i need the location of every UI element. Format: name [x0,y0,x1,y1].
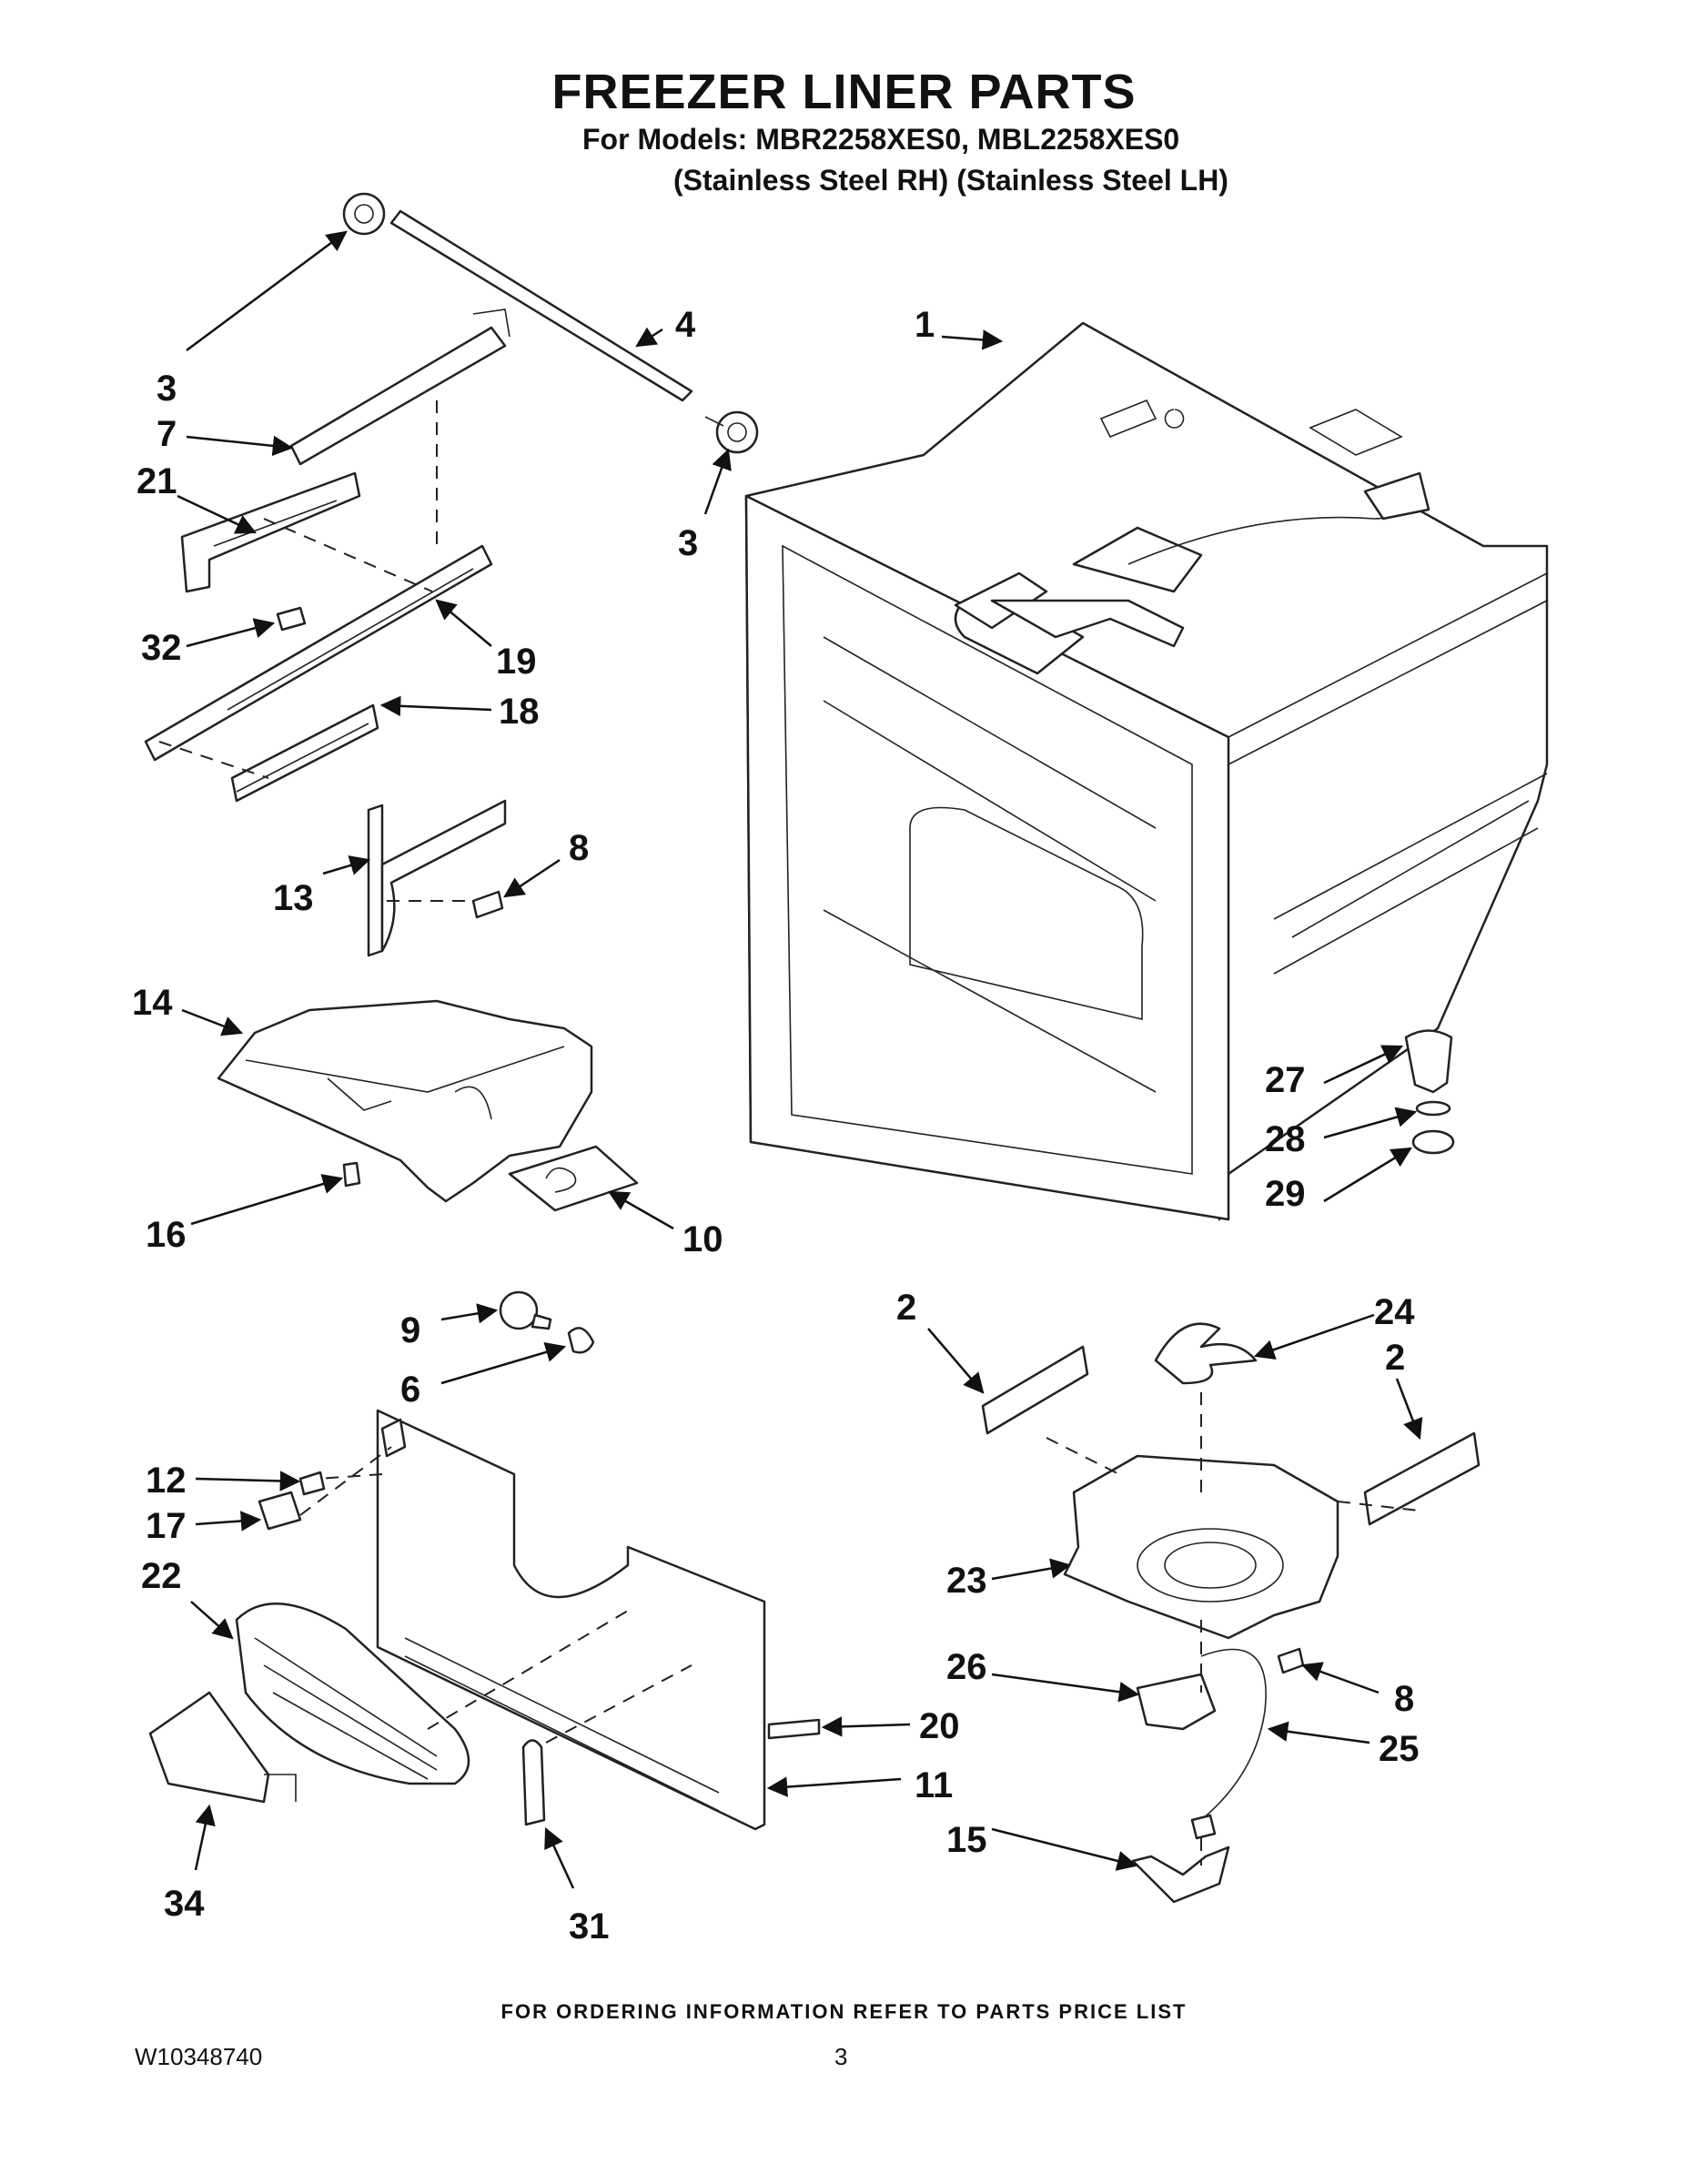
callout-15: 15 [946,1820,987,1860]
callout-32: 32 [141,628,182,668]
callout-7: 7 [157,414,177,454]
gear-part-lower [715,410,759,454]
callout-labels: 1 4 3 7 21 3 32 19 18 8 13 14 16 10 27 2… [132,305,1420,1946]
callout-2-right: 2 [1385,1338,1405,1378]
callout-16: 16 [146,1215,187,1255]
callout-10: 10 [682,1219,723,1259]
document-number: W10348740 [135,2043,263,2070]
foam-block-part-left [981,1345,1089,1435]
callout-2-left: 2 [896,1288,916,1328]
housing-part [217,999,593,1203]
callout-14: 14 [132,983,173,1023]
bulb-part [499,1290,539,1330]
callout-26: 26 [946,1647,987,1687]
callout-12: 12 [146,1461,187,1501]
screw-part [276,606,307,632]
callout-34: 34 [164,1884,205,1924]
duct-cover-part [148,1691,270,1804]
gasket-strip-part [767,1718,821,1740]
rail-assembly-group [144,192,759,957]
callout-31: 31 [569,1906,610,1946]
motor-bracket-part [1131,1845,1230,1904]
page-title: FREEZER LINER PARTS [551,65,1137,119]
washer-part [1415,1100,1451,1117]
rod-part [389,209,693,402]
callout-11: 11 [915,1765,953,1805]
models-subtitle: For Models: MBR2258XES0, MBL2258XES0 [582,123,1180,156]
fan-assembly-group [981,1322,1481,1904]
callout-leaders [177,230,1423,1889]
callout-4: 4 [675,305,696,345]
callout-27: 27 [1265,1060,1306,1100]
foam-block-part-right [1363,1431,1481,1526]
callout-3-top: 3 [157,369,177,409]
bracket-part [180,471,361,593]
nut-part [1411,1129,1455,1155]
finish-subtitle: (Stainless Steel RH) (Stainless Steel LH… [673,164,1228,197]
callout-24: 24 [1374,1292,1415,1332]
rail-part [230,703,379,803]
callout-1: 1 [915,305,935,345]
callout-20: 20 [919,1706,960,1746]
fan-blade-part [1154,1322,1258,1385]
callout-17: 17 [146,1506,187,1546]
plate-part [508,1145,639,1212]
callout-21: 21 [136,461,177,501]
ordering-note: FOR ORDERING INFORMATION REFER TO PARTS … [500,2000,1188,2023]
callout-8-top: 8 [569,828,589,868]
callout-29: 29 [1265,1174,1306,1214]
callout-9: 9 [400,1310,420,1350]
callout-19: 19 [496,642,537,682]
support-part [367,804,384,957]
callout-8-lower: 8 [1394,1679,1414,1719]
freezer-liner-part [744,321,1549,1221]
hardware-stack-group [1404,1029,1455,1155]
clip-part [342,1161,361,1188]
socket-part [567,1327,595,1354]
housing-group [217,999,639,1212]
fan-motor-part [1136,1673,1217,1731]
callout-18: 18 [499,692,540,732]
screw-part-12 [298,1471,326,1496]
bracket-part-17 [258,1491,302,1531]
lower-left-group [148,1290,821,1831]
callout-25: 25 [1379,1729,1420,1769]
callout-6: 6 [400,1370,420,1410]
rack-part [289,326,507,466]
callout-23: 23 [946,1561,987,1601]
gear-part-top [342,192,386,236]
callout-28: 28 [1265,1119,1306,1159]
callout-3-lower: 3 [678,523,698,563]
callout-22: 22 [141,1556,182,1596]
callout-13: 13 [273,878,314,918]
sensor-part [521,1739,546,1826]
cover-panel-part [376,1409,766,1831]
cap-part [1404,1029,1453,1094]
page-number: 3 [834,2043,848,2070]
